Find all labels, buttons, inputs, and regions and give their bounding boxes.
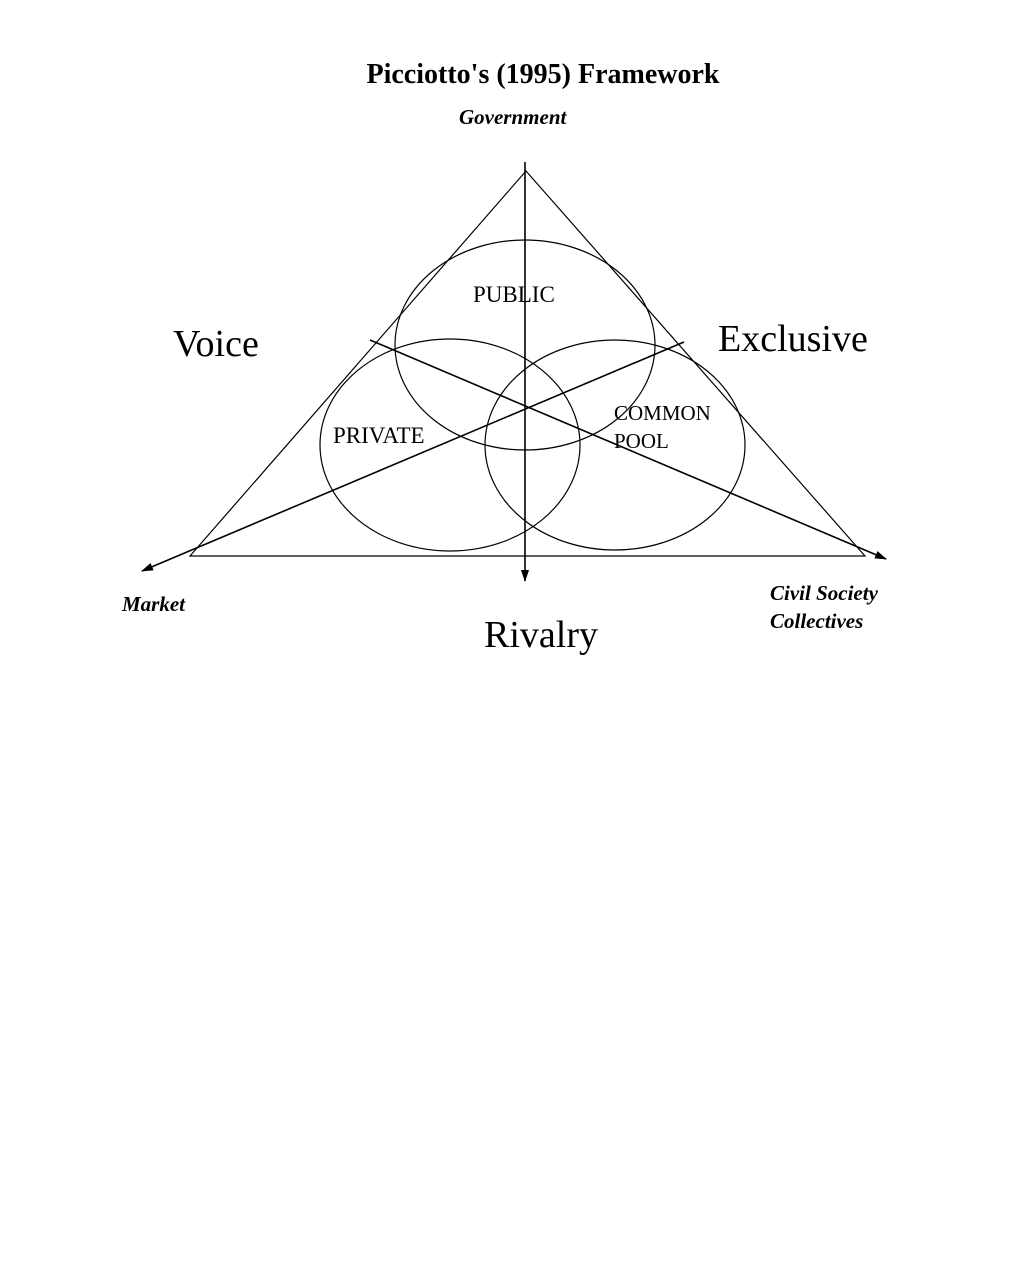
common-pool-ellipse (484, 339, 746, 551)
pool-region-label: POOL (614, 429, 669, 453)
private-ellipse (319, 338, 581, 552)
rivalry-axis-label: Rivalry (484, 614, 598, 656)
government-label: Government (459, 105, 567, 129)
private-region-label: PRIVATE (333, 423, 425, 448)
civil-society-axis (369, 339, 887, 560)
market-axis (141, 341, 685, 572)
diagram-title: Picciotto's (1995) Framework (366, 59, 720, 90)
voice-axis-label: Voice (173, 323, 259, 365)
collectives-label: Collectives (770, 609, 864, 633)
exclusive-axis-label: Exclusive (718, 318, 868, 360)
outer-triangle (188, 170, 867, 557)
market-label: Market (122, 592, 185, 616)
common-region-label: COMMON (614, 401, 711, 425)
civil-society-label: Civil Society (770, 581, 878, 605)
public-region-label: PUBLIC (473, 282, 555, 307)
